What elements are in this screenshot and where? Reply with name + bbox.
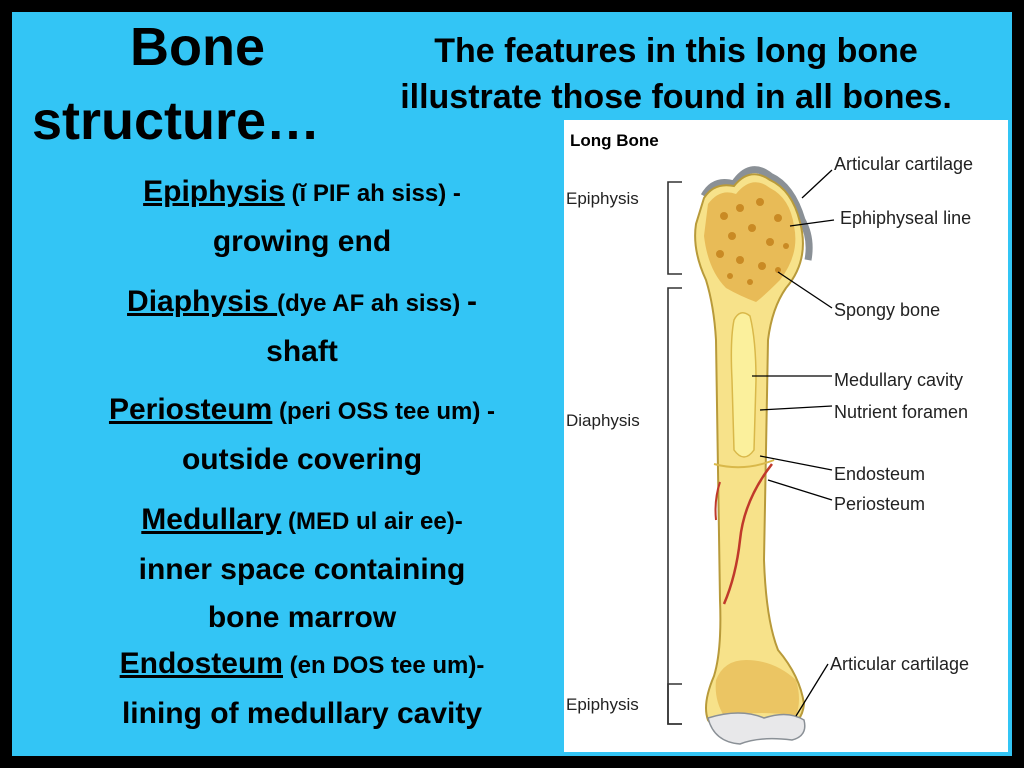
- term-epiphysis: Epiphysis (ĭ PIF ah siss) - growing end: [22, 168, 582, 266]
- leader-epiphyseal: [789, 219, 835, 227]
- term-definition: growing end: [212, 225, 392, 258]
- slide-title-line2: structure…: [32, 91, 321, 151]
- term-line: Periosteum (peri OSS tee um) -: [22, 386, 582, 436]
- term-line: Diaphysis (dye AF ah siss) -: [22, 278, 582, 328]
- nutrient-vessel-branch: [714, 481, 721, 521]
- term-periosteum: Periosteum (peri OSS tee um) - outside c…: [22, 386, 582, 484]
- term-word: Periosteum: [108, 393, 273, 426]
- term-word: Medullary: [141, 503, 282, 536]
- term-definition: outside covering: [181, 443, 423, 476]
- term-word: Diaphysis: [127, 285, 278, 318]
- term-definition: inner space containing: [138, 553, 466, 586]
- term-dash: -: [466, 285, 477, 318]
- right-labels: Articular cartilage Ephiphyseal line Spo…: [830, 154, 973, 674]
- term-line: Endosteum (en DOS tee um)-: [22, 640, 582, 690]
- label-epiphysis-bottom: Epiphysis: [566, 695, 639, 714]
- term-endosteum: Endosteum (en DOS tee um)- lining of med…: [22, 640, 582, 738]
- term-line: Medullary (MED ul air ee)-: [22, 496, 582, 546]
- label-endosteum: Endosteum: [834, 464, 925, 484]
- label-periosteum: Periosteum: [834, 494, 925, 514]
- label-medullary-cavity: Medullary cavity: [834, 370, 963, 390]
- spongy-bone-top: [704, 182, 796, 302]
- spongy-bone-bottom: [715, 660, 799, 716]
- term-word: Endosteum: [119, 647, 283, 680]
- term-medullary: Medullary (MED ul air ee)- inner space c…: [22, 496, 582, 642]
- slide: Bone structure… The features in this lon…: [12, 12, 1012, 756]
- epiphysis-top-bracket: [667, 181, 682, 275]
- label-articular-cartilage-top: Articular cartilage: [834, 154, 973, 174]
- term-pronunciation: (dye AF ah siss): [277, 290, 467, 317]
- label-nutrient-foramen: Nutrient foramen: [834, 402, 968, 422]
- term-pronunciation: (peri OSS tee um) -: [272, 398, 496, 425]
- leader-spongy: [777, 271, 833, 309]
- subtitle: The features in this long bone illustrat…: [344, 28, 1008, 120]
- label-articular-cartilage-bottom: Articular cartilage: [830, 654, 969, 674]
- slide-title-line1: Bone: [130, 17, 265, 77]
- diaphysis-bracket: [667, 287, 682, 725]
- leader-articular-bottom: [795, 663, 829, 717]
- leader-articular-top: [801, 169, 833, 199]
- term-pronunciation: (MED ul air ee)-: [281, 508, 463, 535]
- epiphysis-bottom-bracket: [667, 683, 682, 725]
- label-spongy-bone: Spongy bone: [834, 300, 940, 320]
- label-epiphysis-top: Epiphysis: [566, 189, 639, 208]
- articular-cartilage-top-shape: [700, 166, 813, 261]
- leader-endosteum: [759, 455, 833, 471]
- term-definition: lining of medullary cavity: [121, 697, 483, 730]
- bone-illustration: [694, 166, 813, 745]
- endosteum-line: [713, 459, 775, 469]
- subtitle-line1: The features in this long bone: [434, 32, 918, 70]
- subtitle-line2: illustrate those found in all bones.: [400, 78, 952, 116]
- term-pronunciation: (en DOS tee um)-: [283, 652, 485, 679]
- spongy-bone-dots: [716, 198, 789, 285]
- leader-nutrient: [759, 405, 833, 411]
- term-pronunciation: (ĭ PIF ah siss) -: [284, 180, 461, 207]
- long-bone-diagram-panel: Long Bone Epiphysis Diaphysis Epiphysis: [564, 120, 1008, 752]
- nutrient-vessel: [722, 463, 773, 605]
- leader-lines: [752, 169, 835, 717]
- term-word: Epiphysis: [143, 175, 285, 208]
- label-epiphyseal-line: Ephiphyseal line: [840, 208, 971, 228]
- term-diaphysis: Diaphysis (dye AF ah siss) - shaft: [22, 278, 582, 376]
- articular-cartilage-bottom-shape: [707, 712, 806, 745]
- term-definition: shaft: [266, 335, 338, 368]
- term-line: Epiphysis (ĭ PIF ah siss) -: [22, 168, 582, 218]
- leader-periosteum: [767, 479, 833, 501]
- left-brackets: [667, 181, 682, 725]
- diagram-heading: Long Bone: [570, 131, 659, 150]
- label-diaphysis: Diaphysis: [566, 411, 640, 430]
- long-bone-diagram: Long Bone Epiphysis Diaphysis Epiphysis: [566, 131, 973, 745]
- term-definition-line2: bone marrow: [207, 601, 397, 634]
- medullary-cavity-shape: [730, 312, 757, 458]
